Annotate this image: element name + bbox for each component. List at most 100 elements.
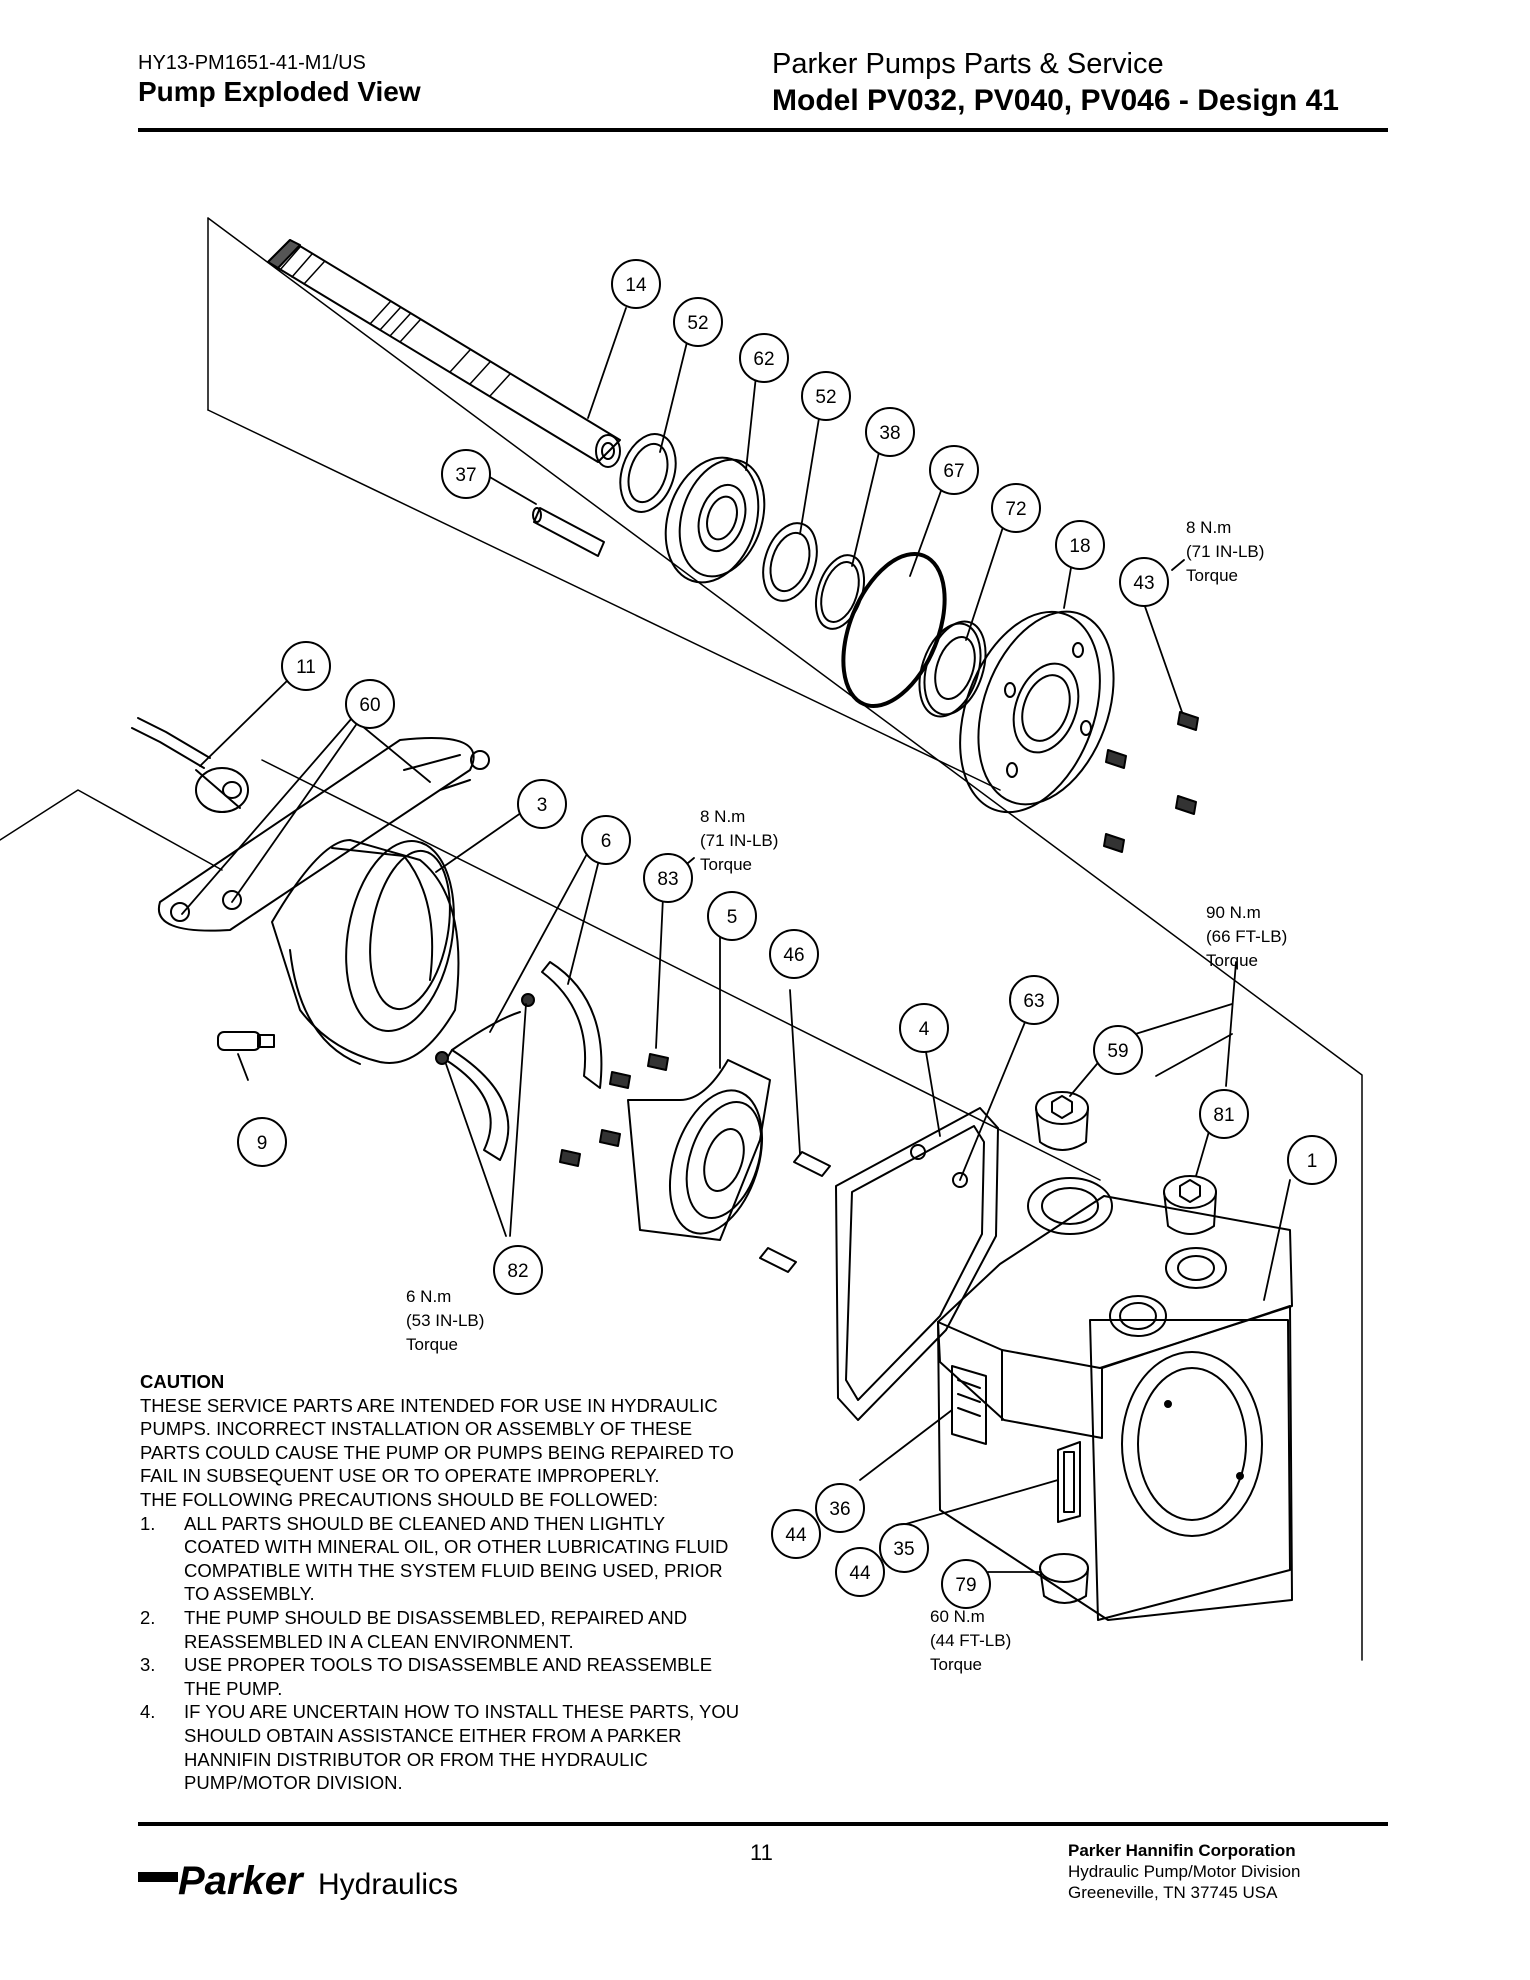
callout-44a-label: 44 [785,1525,807,1546]
callout-1: 1 [1287,1135,1337,1185]
callout-9-label: 9 [257,1133,268,1154]
callout-59-label: 59 [1107,1041,1128,1062]
seal-plate-screws [1103,711,1199,853]
drive-shaft [267,239,621,468]
document-code: HY13-PM1651-41-M1/US [138,52,366,74]
callout-62-label: 62 [753,349,774,370]
retaining-ring-52b [762,522,818,602]
shaft-key [532,507,605,557]
torque-79-line3: Torque [930,1655,982,1674]
pin-9 [217,1031,275,1051]
torque-43-line1: 8 N.m [1186,518,1231,537]
callout-3: 3 [517,779,567,829]
caution-lead: THE FOLLOWING PRECAUTIONS SHOULD BE FOLL… [140,1488,659,1510]
torque-note-79: 60 N.m (44 FT-LB) Torque [930,1607,1011,1674]
callout-67-label: 67 [943,461,964,482]
plug-59 [1035,1091,1089,1151]
callout-52b: 52 [801,371,851,421]
callout-46-label: 46 [783,945,804,966]
callout-52b-label: 52 [815,387,836,408]
caution-item-number: 3. [140,1654,156,1676]
seal-retainer-plate [959,610,1115,814]
caution-item-number: 4. [140,1701,156,1723]
page-number: 11 [750,1840,773,1865]
callout-44b: 44 [835,1547,885,1597]
hanger-bearing-left [445,1011,521,1161]
caution-item: 3. USE PROPER TOOLS TO DISASSEMBLE AND R… [140,1653,740,1700]
callout-79-label: 79 [955,1575,976,1596]
callout-18-label: 18 [1069,536,1090,557]
swash-hanger [271,839,460,1065]
callout-9: 9 [237,1117,287,1167]
callout-14-label: 14 [625,275,647,296]
section-title: Pump Exploded View [138,76,421,107]
torque-81-line3: Torque [1206,951,1258,970]
parker-hydraulics-logo: Parker Hydraulics [138,1859,458,1903]
torque-81-line2: (66 FT-LB) [1206,927,1287,946]
callout-5-label: 5 [727,907,738,928]
callout-3-label: 3 [537,795,548,816]
logo-subtitle: Hydraulics [318,1868,458,1901]
housing-gasket [835,1107,999,1421]
corporation-city: Greeneville, TN 37745 USA [1068,1883,1278,1902]
callout-38-label: 38 [879,423,900,444]
torque-82-line1: 6 N.m [406,1287,451,1306]
plug-81 [1163,1175,1217,1235]
caution-item-text: USE PROPER TOOLS TO DISASSEMBLE AND REAS… [184,1654,713,1699]
torque-82-line3: Torque [406,1335,458,1354]
torque-note-83: 8 N.m (71 IN-LB) Torque [700,807,778,874]
corporation-name: Parker Hannifin Corporation [1068,1841,1296,1860]
callout-36: 36 [815,1483,865,1533]
callout-72-label: 72 [1005,499,1026,520]
caution-item: 4. IF YOU ARE UNCERTAIN HOW TO INSTALL T… [140,1700,740,1794]
callout-43: 43 [1119,557,1169,607]
torque-note-43: 8 N.m (71 IN-LB) Torque [1186,518,1264,585]
torque-note-81: 90 N.m (66 FT-LB) Torque [1206,903,1287,970]
plug-79 [1039,1553,1089,1604]
callout-59: 59 [1093,1025,1143,1075]
callout-43-label: 43 [1133,573,1154,594]
dowel-pins [759,1151,831,1273]
callout-46: 46 [769,929,819,979]
callout-52a-label: 52 [687,313,708,334]
warning-label [1057,1441,1081,1523]
callout-11: 11 [281,641,331,691]
callout-6-label: 6 [601,831,612,852]
caution-item: 1. ALL PARTS SHOULD BE CLEANED AND THEN … [140,1512,740,1606]
callout-14: 14 [611,259,661,309]
assembly-plane-lines [0,217,1363,1661]
caution-intro: THESE SERVICE PARTS ARE INTENDED FOR USE… [140,1394,734,1487]
corporation-division: Hydraulic Pump/Motor Division [1068,1862,1301,1881]
callout-81: 81 [1199,1089,1249,1139]
callout-37: 37 [441,449,491,499]
callout-6: 6 [581,815,631,865]
caution-item: 2. THE PUMP SHOULD BE DISASSEMBLED, REPA… [140,1606,740,1653]
torque-81-line1: 90 N.m [1206,903,1261,922]
lever-pin [131,717,249,813]
callout-62: 62 [739,333,789,383]
callout-35-label: 35 [893,1539,914,1560]
callout-83: 83 [643,853,693,903]
torque-83-line3: Torque [700,855,752,874]
torque-79-line1: 60 N.m [930,1607,985,1626]
callout-81-label: 81 [1213,1105,1234,1126]
retaining-ring-52a [619,433,677,513]
callout-44a: 44 [771,1509,821,1559]
callout-38: 38 [865,407,915,457]
callout-72: 72 [991,483,1041,533]
footer-rule [138,1822,1388,1826]
callout-82: 82 [493,1245,543,1295]
callout-35: 35 [879,1523,929,1573]
caution-item-text: ALL PARTS SHOULD BE CLEANED AND THEN LIG… [184,1512,729,1605]
caution-item-number: 2. [140,1606,156,1628]
nameplate [951,1365,987,1445]
torque-83-line2: (71 IN-LB) [700,831,778,850]
callout-63: 63 [1009,975,1059,1025]
small-screws-82 [435,993,535,1065]
callout-18: 18 [1055,520,1105,570]
callout-1-label: 1 [1307,1151,1318,1172]
bearing [664,456,766,584]
torque-note-82: 6 N.m (53 IN-LB) Torque [406,1287,484,1354]
torque-82-line2: (53 IN-LB) [406,1311,484,1330]
